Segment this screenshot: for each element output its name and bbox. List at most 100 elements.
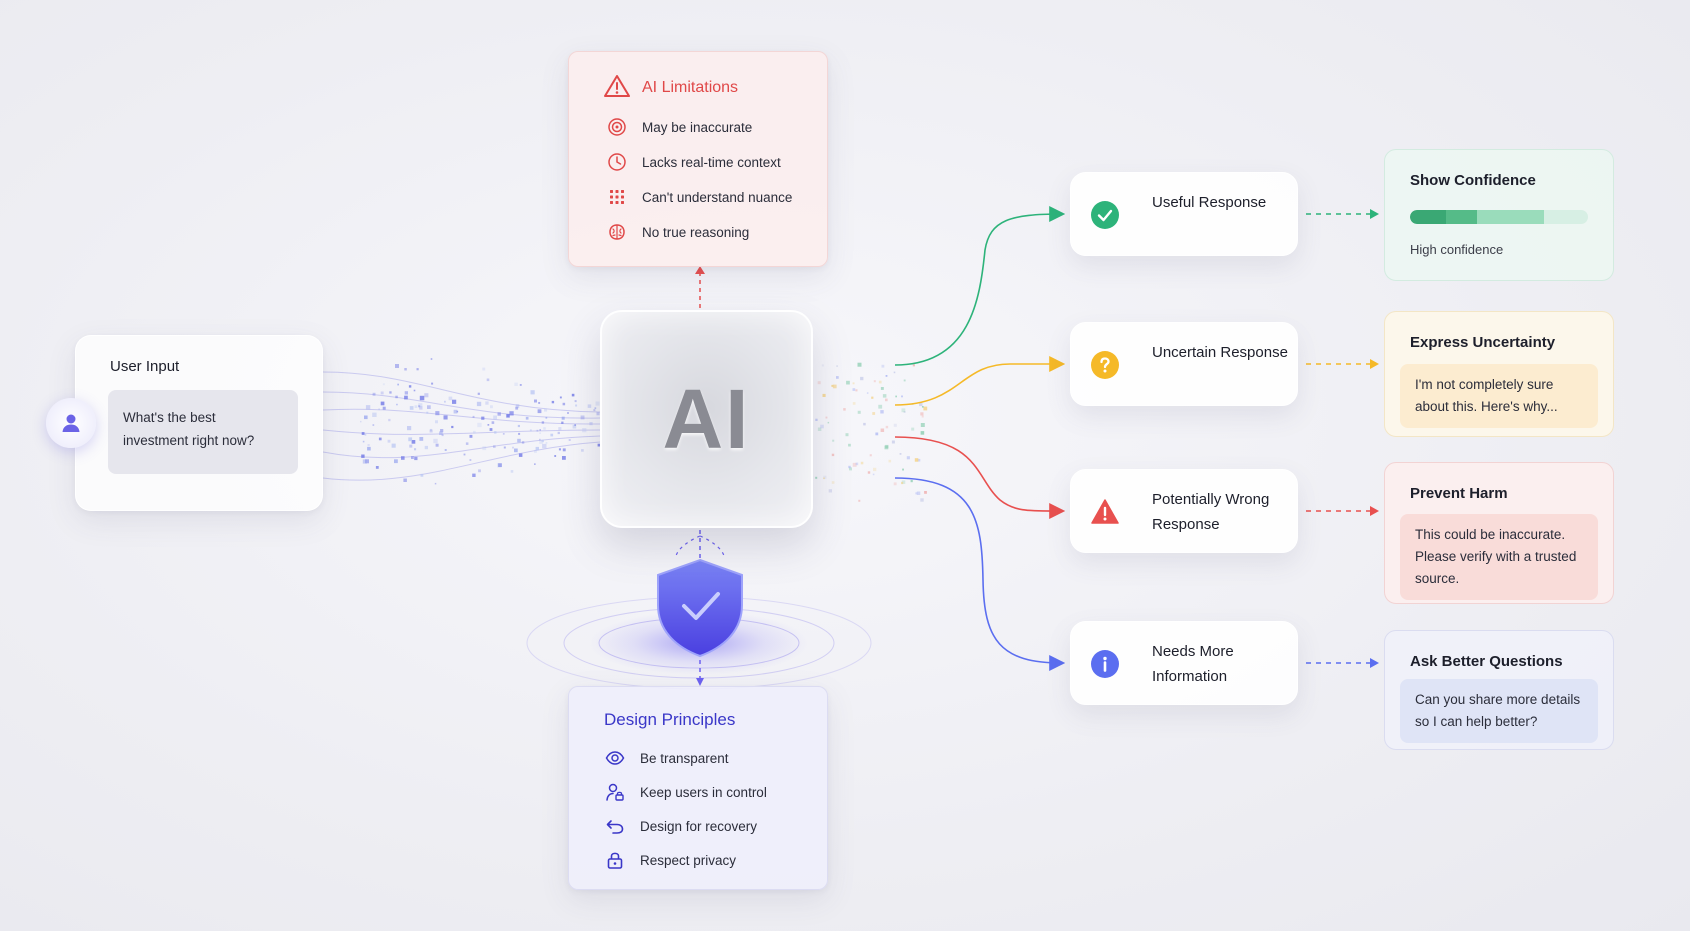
particle xyxy=(559,396,562,399)
particle xyxy=(439,431,443,435)
warning-icon xyxy=(1091,499,1119,524)
particle xyxy=(562,456,566,460)
particle xyxy=(431,382,434,385)
particle xyxy=(880,387,884,390)
particle xyxy=(875,432,879,436)
particle xyxy=(502,433,505,435)
outcome-title: Ask Better Questions xyxy=(1410,653,1563,670)
particle xyxy=(919,402,923,407)
principle-item: Respect privacy xyxy=(605,849,736,871)
particle xyxy=(498,463,502,467)
particle xyxy=(595,401,600,406)
outcome-title: Show Confidence xyxy=(1410,172,1536,189)
particle xyxy=(512,446,514,449)
principle-label: Design for recovery xyxy=(640,818,758,834)
response-label: Needs More Information xyxy=(1152,643,1234,685)
particle xyxy=(541,421,545,424)
particle xyxy=(497,463,502,468)
limitation-item: No true reasoning xyxy=(607,221,749,243)
particle xyxy=(891,440,895,444)
particle xyxy=(906,456,910,460)
particle xyxy=(545,442,548,444)
particle xyxy=(408,437,413,442)
particle xyxy=(901,408,906,413)
undo-icon xyxy=(606,820,624,834)
particle xyxy=(416,368,419,371)
principle-item: Keep users in control xyxy=(605,781,767,803)
response-useful-card: Useful Response xyxy=(1070,172,1298,256)
particle xyxy=(832,439,835,442)
particle xyxy=(828,489,832,493)
principle-label: Keep users in control xyxy=(640,784,767,800)
particle xyxy=(534,449,537,453)
harm-message: This could be inaccurate. Please verify … xyxy=(1400,514,1598,600)
particle xyxy=(922,406,924,408)
particle xyxy=(434,482,437,485)
limitation-item: Can't understand nuance xyxy=(607,186,792,208)
principle-label: Be transparent xyxy=(640,750,729,766)
particle xyxy=(490,405,493,409)
particle xyxy=(589,422,593,426)
particle xyxy=(574,424,576,426)
particle xyxy=(380,391,384,395)
particle xyxy=(869,454,872,457)
particle xyxy=(857,362,862,367)
info-icon xyxy=(1091,650,1119,678)
target-icon xyxy=(608,118,626,136)
particle xyxy=(872,473,875,476)
particle xyxy=(903,411,906,413)
ask-message: Can you share more details so I can help… xyxy=(1400,679,1598,743)
particle xyxy=(534,463,536,465)
particle xyxy=(920,423,925,427)
particle xyxy=(388,418,391,422)
particle xyxy=(544,408,548,412)
particle xyxy=(430,428,432,431)
user-input-card: User Input What's the best investment ri… xyxy=(75,335,323,511)
particle xyxy=(871,396,874,399)
particle xyxy=(893,371,896,374)
particle xyxy=(493,445,496,448)
particle xyxy=(481,416,485,420)
particle xyxy=(535,446,539,451)
user-message-bubble: What's the best investment right now? xyxy=(108,390,298,474)
particle xyxy=(408,385,412,388)
particle xyxy=(414,448,417,451)
particle xyxy=(487,424,490,426)
particle xyxy=(387,439,391,443)
particle xyxy=(558,448,561,451)
particle xyxy=(852,388,856,391)
particle xyxy=(554,455,557,457)
particle xyxy=(580,415,585,420)
particle xyxy=(855,462,859,466)
particle xyxy=(924,491,927,494)
user-input-title: User Input xyxy=(110,358,180,375)
particle xyxy=(469,459,472,461)
particle xyxy=(435,443,439,447)
particle xyxy=(575,404,578,407)
particle xyxy=(817,381,821,385)
particle xyxy=(911,427,915,431)
particle xyxy=(391,443,396,448)
particle xyxy=(836,365,838,367)
particle xyxy=(519,384,522,386)
particle xyxy=(539,438,541,441)
particle xyxy=(419,437,424,441)
particle xyxy=(441,434,444,437)
limitations-title: AI Limitations xyxy=(642,79,739,96)
particle xyxy=(409,406,414,410)
particle xyxy=(920,431,925,435)
ask-better-questions-panel: Ask Better Questions Can you share more … xyxy=(1384,630,1614,750)
principle-item: Be transparent xyxy=(605,747,729,769)
particle xyxy=(362,440,365,443)
particle xyxy=(465,442,469,445)
particle xyxy=(860,376,864,381)
particle xyxy=(489,428,493,431)
particle xyxy=(463,453,466,456)
particle xyxy=(881,364,885,368)
particle xyxy=(562,402,566,406)
particle xyxy=(550,433,554,437)
particle xyxy=(482,446,487,451)
particle xyxy=(893,423,897,427)
particle xyxy=(372,412,377,417)
particle xyxy=(884,445,889,450)
